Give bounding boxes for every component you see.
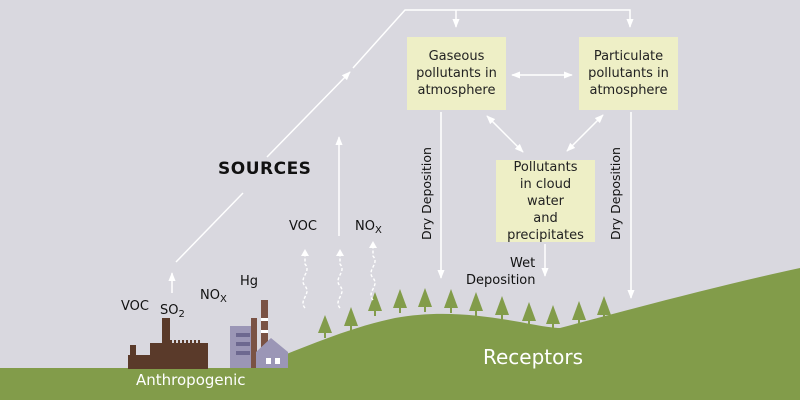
- emission-arrowheads: [301, 241, 377, 256]
- dry-deposition-label-2: Dry Deposition: [608, 147, 623, 240]
- flow-arrows: [168, 9, 635, 299]
- nox-industry-base: NO: [200, 288, 220, 303]
- particulate-pollutants-box: Particulate pollutants in atmosphere: [579, 37, 678, 110]
- gaseous-pollutants-box: Gaseous pollutants in atmosphere: [407, 37, 506, 110]
- dry-deposition-label-1: Dry Deposition: [419, 147, 434, 240]
- so2-subscript: 2: [178, 309, 185, 320]
- nox-industry-subscript: X: [219, 294, 227, 305]
- wet-deposition-label-line2: Deposition: [466, 273, 536, 288]
- nox-natural-subscript: X: [374, 225, 382, 236]
- wet-deposition-label-line1: Wet: [510, 256, 536, 271]
- trees: [318, 288, 611, 338]
- anthropogenic-label: Anthropogenic: [136, 371, 246, 389]
- natural-emissions: [302, 248, 376, 309]
- so2-base: SO: [160, 303, 179, 318]
- nox-natural-base: NO: [355, 219, 375, 234]
- voc-natural-label: VOC: [289, 219, 317, 234]
- nox-industry-label: NOX: [200, 288, 227, 305]
- power-plant: [230, 300, 288, 368]
- cloud-water-pollutants-box: Pollutants in cloud water and precipitat…: [496, 160, 595, 243]
- nox-natural-label: NOX: [355, 219, 382, 236]
- factory: [128, 318, 208, 369]
- voc-industry-label: VOC: [121, 299, 149, 314]
- receptors-label: Receptors: [483, 345, 584, 369]
- hg-label: Hg: [240, 274, 259, 289]
- so2-label: SO2: [160, 303, 185, 320]
- ground-hill: [0, 268, 800, 400]
- sources-label: SOURCES: [218, 159, 312, 179]
